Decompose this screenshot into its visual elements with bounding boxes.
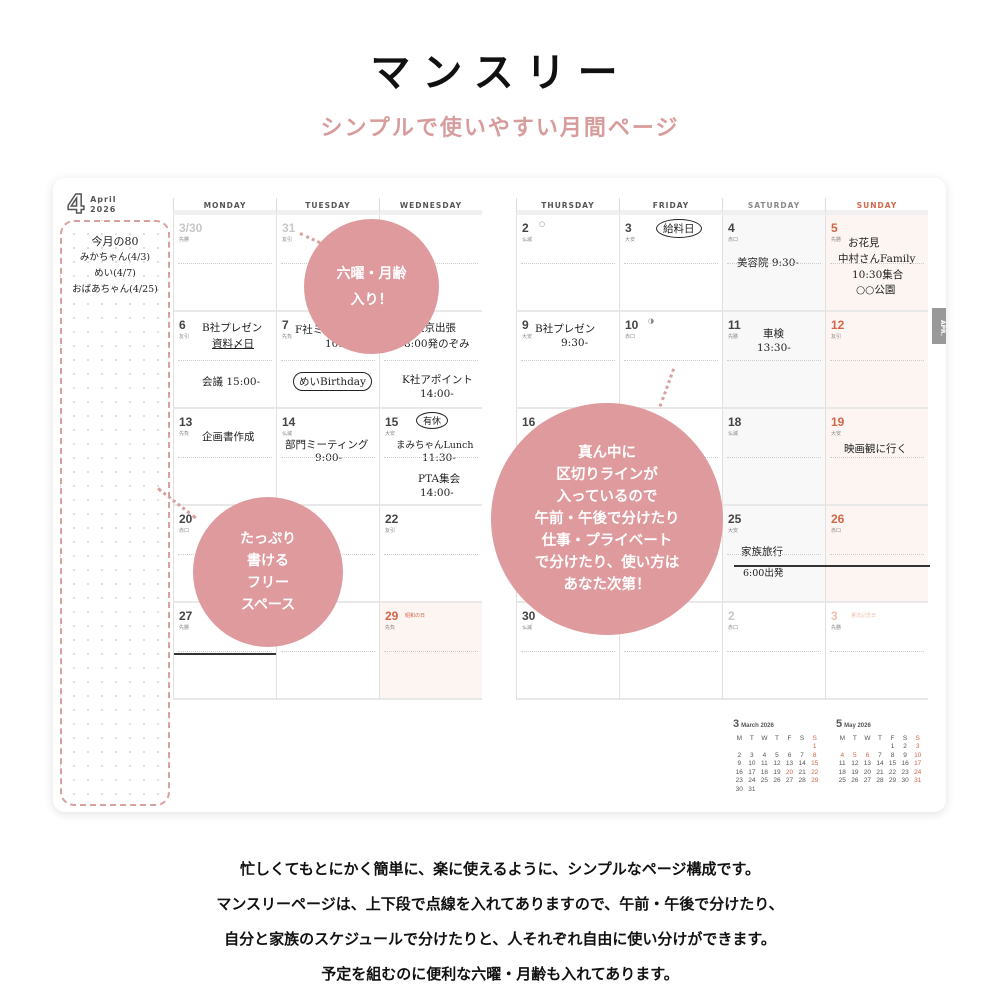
event-note: ○○公園: [856, 284, 896, 296]
arrow-left-icon: [734, 565, 930, 567]
memo-line: 今月の80: [91, 235, 139, 248]
day-cell[interactable]: 2○仏滅: [516, 215, 619, 312]
event-note: F社ミ: [295, 324, 324, 336]
event-note: 10:30集合: [852, 269, 904, 281]
dayhead-wednesday: WEDNESDAY: [379, 198, 482, 215]
moon-phase-icon: ○: [539, 220, 546, 228]
event-note: 14:00-: [420, 487, 454, 499]
month-header: 4 April 2026: [66, 190, 117, 220]
event-note: 企画書作成: [202, 431, 255, 443]
event-note: 会議 15:00-: [202, 376, 261, 388]
arrow-right-icon: [174, 653, 276, 655]
payday-badge: 給料日: [656, 219, 702, 238]
event-note: 14:00-: [420, 388, 454, 400]
free-memo-area[interactable]: 今月の80 みかちゃん(4/3) めい(4/7) おばあちゃん(4/25): [60, 220, 170, 806]
page-title: マンスリー: [370, 50, 630, 96]
dayhead-saturday: SATURDAY: [722, 198, 825, 215]
dayhead-thursday: THURSDAY: [516, 198, 619, 215]
callout-divider-line: 真ん中に区切りラインが入っているので午前・午後で分けたり仕事・プライベートで分け…: [491, 403, 723, 635]
event-note: 家族旅行: [741, 546, 783, 558]
dayhead-sunday: SUNDAY: [825, 198, 928, 215]
birthday-badge: めいBirthday: [293, 372, 372, 391]
day-off-badge: 有休: [416, 412, 449, 429]
callout-rokuyo: 六曜・月齢入り！: [304, 219, 439, 354]
dayhead-tuesday: TUESDAY: [276, 198, 379, 215]
memo-line: おばあちゃん(4/25): [72, 284, 158, 295]
event-note: 中村さんFamily: [838, 253, 916, 265]
event-note: 11:30-: [422, 452, 456, 464]
event-note: お花見: [848, 237, 880, 249]
event-note: まみちゃんLunch: [396, 440, 474, 451]
month-name: April: [90, 195, 117, 205]
dayhead-monday: MONDAY: [173, 198, 276, 215]
event-note: 9:00-: [315, 452, 343, 464]
event-note: 部門ミーティング: [285, 439, 369, 451]
event-note: K社アポイント: [402, 374, 473, 386]
dayhead-friday: FRIDAY: [619, 198, 722, 215]
holiday-label: 昭和の日: [405, 613, 426, 619]
holiday-label: 憲法記念日: [851, 613, 877, 619]
callout-free-space: たっぷり書けるフリースペース: [193, 497, 343, 647]
moon-phase-icon: ◑: [648, 317, 655, 325]
year: 2026: [90, 205, 117, 214]
memo-line: めい(4/7): [94, 268, 136, 279]
description: 忙しくてもとにかく簡単に、楽に使えるように、シンプルなページ構成です。 マンスリ…: [216, 860, 784, 983]
event-note: 映画観に行く: [844, 443, 907, 455]
page-subtitle: シンプルで使いやすい月間ページ: [320, 116, 680, 141]
event-note: 6:00出発: [743, 568, 784, 579]
event-note: 13:30-: [757, 342, 791, 354]
event-note: 9:30-: [561, 337, 589, 349]
day-cell[interactable]: 10◑赤口: [619, 312, 722, 409]
event-note: PTA集会: [418, 473, 461, 485]
month-number: 4: [66, 190, 86, 220]
month-index-tab[interactable]: APR.: [932, 308, 946, 344]
event-note: 8:00発のぞみ: [404, 338, 470, 350]
event-note: 車検: [763, 328, 784, 340]
event-note: B社プレゼン: [202, 322, 263, 334]
event-note: B社プレゼン: [535, 323, 596, 335]
memo-line: みかちゃん(4/3): [79, 252, 151, 263]
event-note: 資料〆日: [212, 338, 254, 350]
